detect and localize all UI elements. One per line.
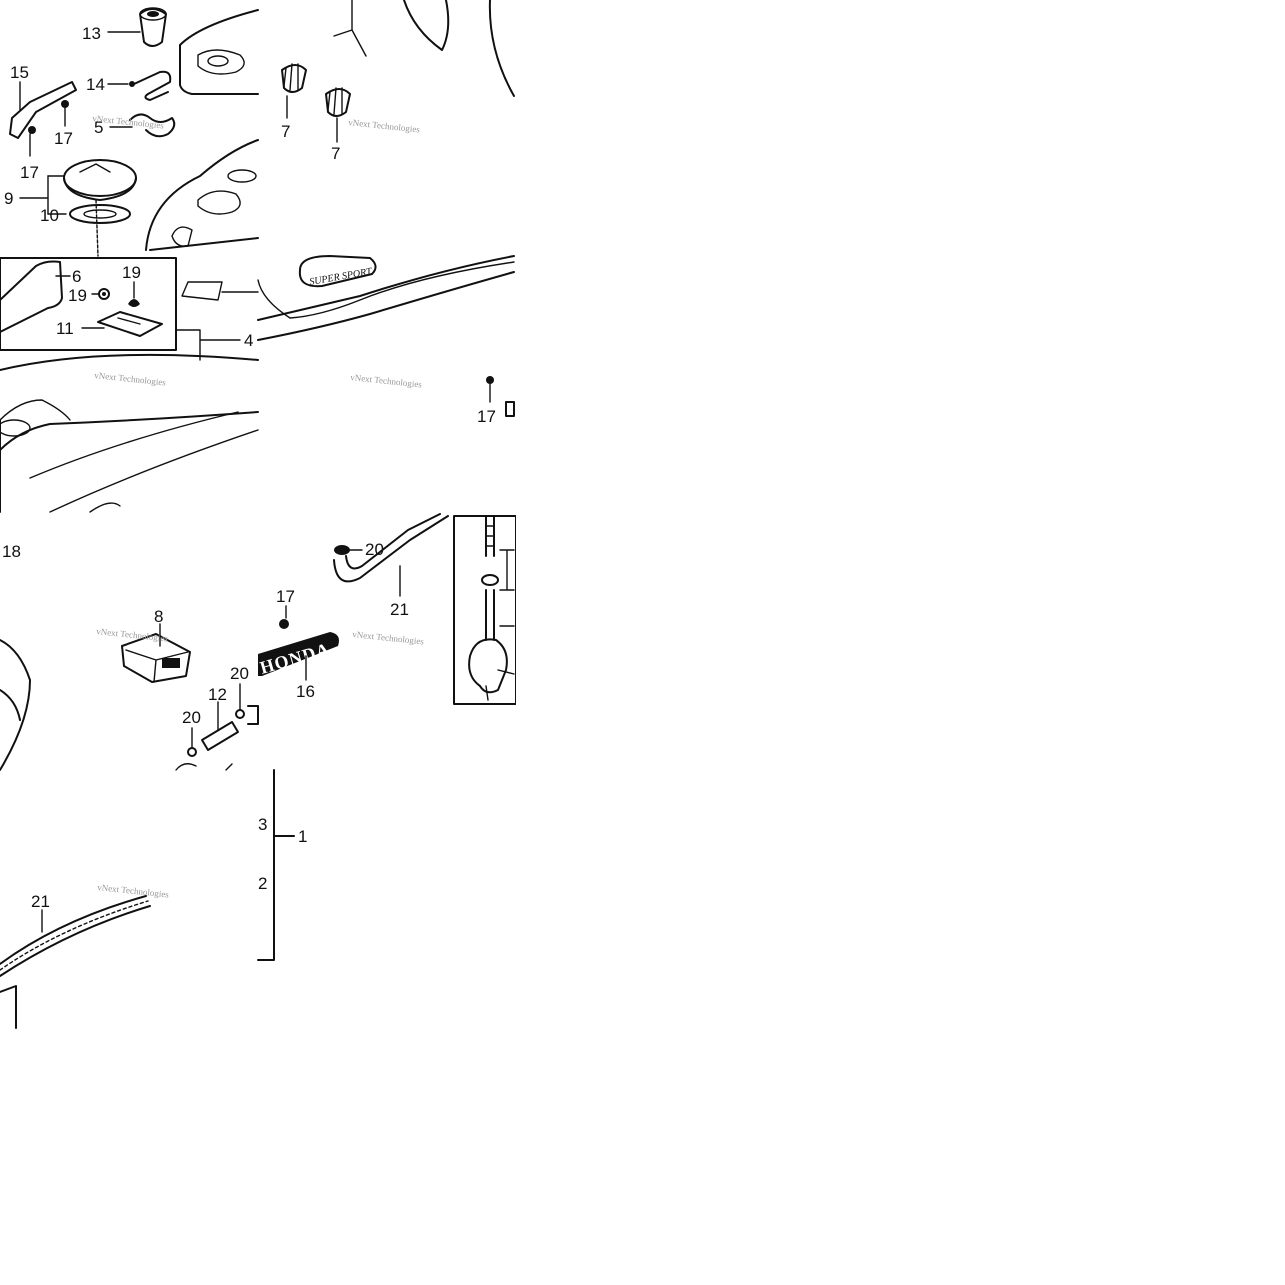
watermark-3: vNext Technologies xyxy=(94,370,167,388)
label-19b: 19 xyxy=(122,263,141,282)
tank-body-outline xyxy=(145,139,259,251)
tile-fuel-cap-assembly xyxy=(0,7,259,513)
blank-area-tile6 xyxy=(408,770,516,1030)
petcock xyxy=(468,515,515,701)
tank-edge-a xyxy=(403,0,450,51)
part-12-pipe xyxy=(201,701,239,751)
watermark-5: vNext Technologies xyxy=(96,626,169,644)
watermark-4: vNext Technologies xyxy=(350,372,423,390)
label-21b: 21 xyxy=(31,892,50,911)
part-20-clip-a xyxy=(187,727,197,757)
label-3: 3 xyxy=(258,815,267,834)
part-16-honda-emblem: HONDA xyxy=(258,632,339,681)
watermarks: vNext Technologies vNext Technologies vN… xyxy=(92,113,425,900)
part-13-cap xyxy=(107,7,167,47)
part-21-tube-b xyxy=(0,895,151,977)
part-5-spring xyxy=(109,113,176,138)
part-21-tube xyxy=(333,513,449,597)
part-20-clip-c xyxy=(334,545,363,555)
tank-edge-b xyxy=(488,0,515,97)
label-18: 18 xyxy=(2,542,21,561)
label-17c: 17 xyxy=(477,407,496,426)
tile-tube-bottom xyxy=(0,895,151,1029)
part-4-leader xyxy=(175,329,241,361)
blank-area-right xyxy=(516,0,1285,1285)
tile-petcock-left xyxy=(0,623,259,771)
part-labels: 13 15 14 5 17 17 9 10 6 19 19 11 4 7 7 1… xyxy=(2,24,496,911)
watermark-7: vNext Technologies xyxy=(97,882,170,900)
part-17-bolt-b xyxy=(279,605,289,629)
cap-recess-hole xyxy=(207,55,229,67)
label-1: 1 xyxy=(298,827,307,846)
watermark-2: vNext Technologies xyxy=(348,117,421,135)
tile-assembly-bracket xyxy=(257,769,295,961)
label-14: 14 xyxy=(86,75,105,94)
label-16: 16 xyxy=(296,682,315,701)
part-1-bracket xyxy=(257,769,295,961)
part-11-plate xyxy=(81,311,163,337)
label-20b: 20 xyxy=(230,664,249,683)
label-4: 4 xyxy=(244,331,253,350)
label-19a: 19 xyxy=(68,286,87,305)
label-13: 13 xyxy=(82,24,101,43)
tank-cap-recess xyxy=(197,49,245,75)
tile-petcock-right: HONDA xyxy=(258,513,517,705)
part-10-gasket xyxy=(69,199,131,257)
tank-top-outline xyxy=(179,9,259,95)
label-8: 8 xyxy=(154,607,163,626)
watermark-6: vNext Technologies xyxy=(352,629,425,647)
label-20c: 20 xyxy=(365,540,384,559)
part-14-clip xyxy=(107,70,172,101)
label-20a: 20 xyxy=(182,708,201,727)
tank-side-outline xyxy=(257,255,515,341)
blank-area-bottom xyxy=(0,1030,516,1285)
part-17-bolt xyxy=(486,376,515,417)
part-7-knob-a xyxy=(281,63,307,119)
badge-text: SUPER SPORT xyxy=(309,266,374,288)
tank-rear-outline xyxy=(0,639,31,771)
label-12: 12 xyxy=(208,685,227,704)
label-7a: 7 xyxy=(281,122,290,141)
label-11: 11 xyxy=(56,319,74,338)
label-5: 5 xyxy=(94,118,103,137)
label-17b: 17 xyxy=(20,163,39,182)
part-7-knob-b xyxy=(325,87,351,143)
small-decal xyxy=(181,281,223,301)
label-21a: 21 xyxy=(390,600,409,619)
label-7b: 7 xyxy=(331,144,340,163)
part-8-filter xyxy=(121,623,191,683)
part-9-fuel-cap xyxy=(19,159,137,215)
label-2: 2 xyxy=(258,874,267,893)
label-15: 15 xyxy=(10,63,29,82)
label-6: 6 xyxy=(72,267,81,286)
tank-corner xyxy=(0,985,17,1029)
inset-box xyxy=(0,257,177,351)
label-17a: 17 xyxy=(54,129,73,148)
fuel-line-hook xyxy=(333,0,367,57)
part-20-clip-b xyxy=(235,683,259,725)
label-10: 10 xyxy=(40,206,59,225)
part-6-cover xyxy=(0,260,71,333)
part-19-grommet-b xyxy=(128,299,140,307)
super-sport-badge: SUPER SPORT xyxy=(298,255,377,288)
label-17d: 17 xyxy=(276,587,295,606)
label-9: 9 xyxy=(4,189,13,208)
part-15-bracket xyxy=(9,81,77,157)
tile-knobs-and-badge: SUPER SPORT xyxy=(257,0,515,417)
